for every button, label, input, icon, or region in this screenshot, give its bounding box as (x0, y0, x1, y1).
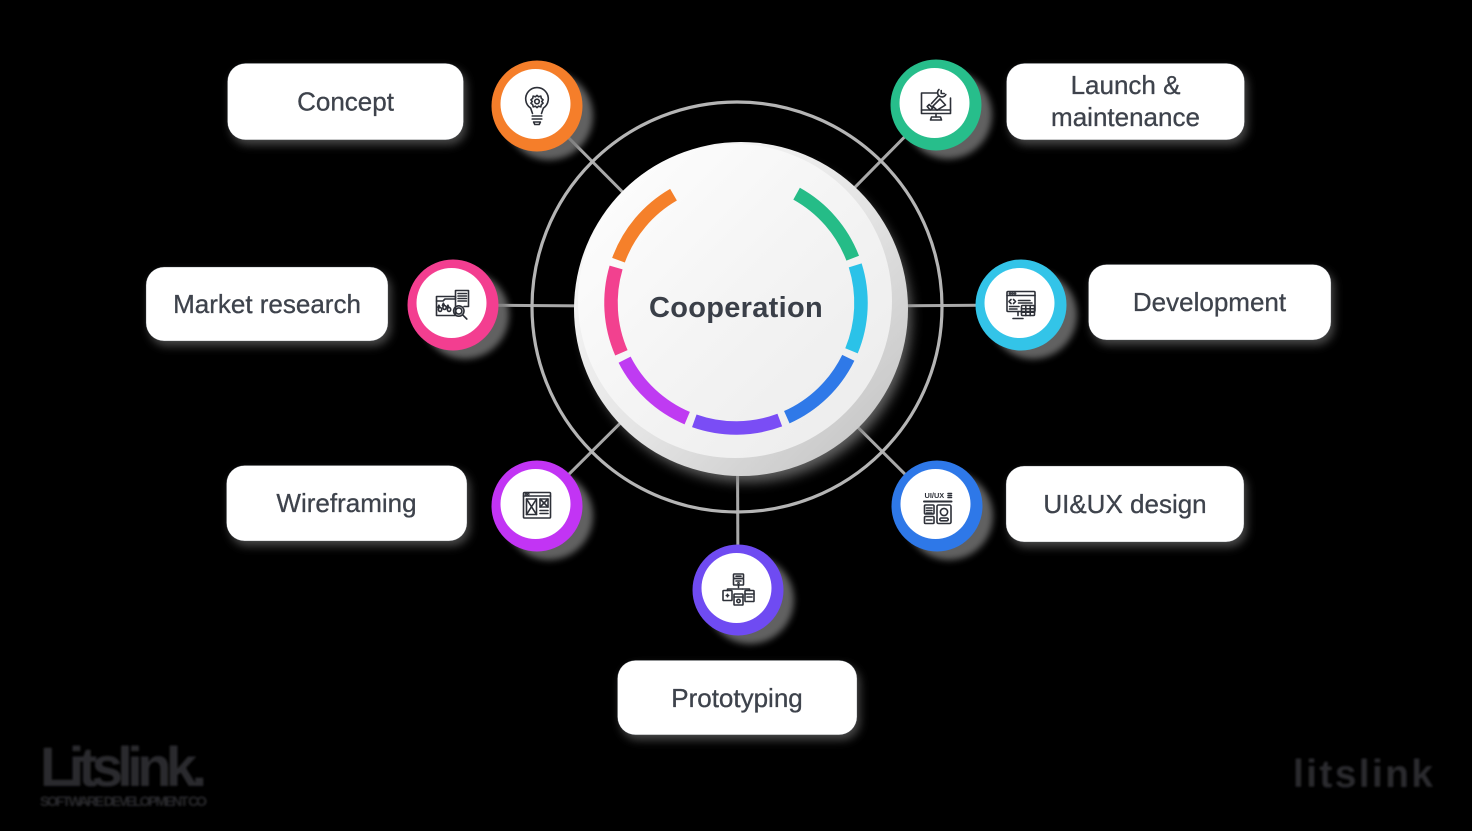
svg-text:SOFTWARE DEVELOPMENT CO: SOFTWARE DEVELOPMENT CO (40, 793, 207, 809)
svg-text:UI/UX: UI/UX (925, 491, 945, 500)
svg-text:Cooperation: Cooperation (649, 292, 823, 324)
svg-text:litslink: litslink (1293, 753, 1433, 796)
svg-text:Development: Development (1133, 287, 1287, 317)
svg-text:Prototyping: Prototyping (671, 683, 803, 713)
svg-text:Concept: Concept (297, 87, 395, 117)
svg-text:maintenance: maintenance (1051, 102, 1200, 132)
svg-text:UI&UX design: UI&UX design (1043, 489, 1206, 519)
svg-text:Wireframing: Wireframing (276, 488, 416, 518)
svg-text:Market research: Market research (173, 289, 361, 319)
svg-text:Litslink.: Litslink. (40, 735, 207, 798)
svg-text:Launch &: Launch & (1071, 70, 1181, 100)
